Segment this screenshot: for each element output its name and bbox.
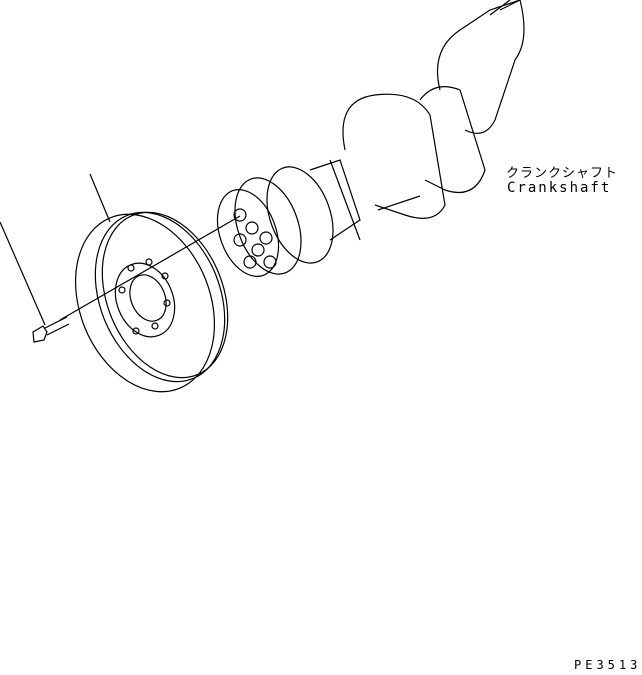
leader-line-crankshaft <box>377 195 421 211</box>
leader-line-bolt <box>0 221 46 326</box>
crankshaft-label-jp: クランクシャフト <box>506 166 619 181</box>
leader-line-pulley <box>89 173 111 223</box>
center-axis-line <box>59 215 241 321</box>
drawing-code: PE35137 <box>574 658 642 672</box>
crankshaft-pulley <box>74 211 229 393</box>
bolt <box>32 316 70 343</box>
crankshaft <box>216 0 525 277</box>
crankshaft-label-en: Crankshaft <box>507 180 612 196</box>
